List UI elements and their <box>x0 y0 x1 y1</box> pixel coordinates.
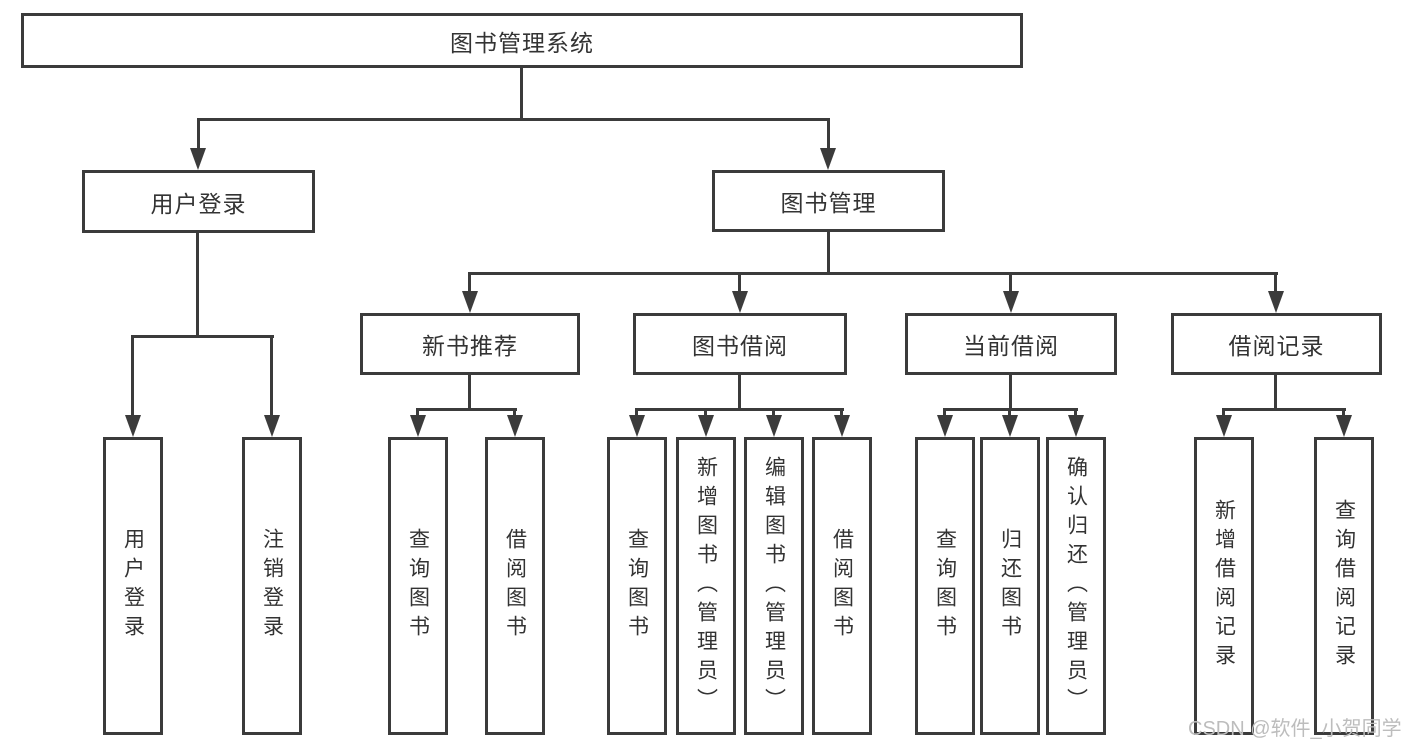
connector-line <box>827 232 830 272</box>
connector-line <box>635 408 638 417</box>
connector-line <box>1009 375 1012 408</box>
connector-line <box>635 408 844 411</box>
connector-line <box>1222 408 1225 417</box>
arrowhead-down-icon <box>1216 415 1232 437</box>
leaf-query-borrow-record: 查询借阅记录 <box>1314 437 1374 735</box>
node-label: 借阅记录 <box>1228 333 1325 359</box>
leaf-label: 借阅图书 <box>830 528 854 644</box>
connector-line <box>704 408 707 417</box>
node-library-management-system: 图书管理系统 <box>21 13 1023 68</box>
arrowhead-down-icon <box>264 415 280 437</box>
connector-line <box>416 408 517 411</box>
leaf-label: 编辑图书（管理员） <box>762 455 786 717</box>
connector-line <box>468 272 1278 275</box>
connector-line <box>197 118 830 121</box>
connector-line <box>1342 408 1345 417</box>
connector-line <box>738 272 741 293</box>
connector-line <box>468 272 471 293</box>
arrowhead-down-icon <box>820 148 836 170</box>
arrowhead-down-icon <box>1002 415 1018 437</box>
arrowhead-down-icon <box>125 415 141 437</box>
arrowhead-down-icon <box>698 415 714 437</box>
connector-line <box>1009 272 1012 293</box>
leaf-query-books-borrow: 查询图书 <box>607 437 667 735</box>
node-label: 用户登录 <box>150 190 247 217</box>
connector-line <box>270 335 273 417</box>
leaf-user-login: 用户登录 <box>103 437 163 735</box>
leaf-logout: 注销登录 <box>242 437 302 735</box>
connector-line <box>827 118 830 150</box>
arrowhead-down-icon <box>1268 291 1284 313</box>
connector-line <box>1008 408 1011 417</box>
node-user-login: 用户登录 <box>82 170 315 233</box>
node-new-book-recommendation: 新书推荐 <box>360 313 580 375</box>
leaf-confirm-return-admin: 确认归还（管理员） <box>1046 437 1106 735</box>
connector-line <box>131 335 134 417</box>
connector-line <box>197 118 200 150</box>
connector-line <box>1074 408 1077 417</box>
connector-line <box>1274 375 1277 408</box>
arrowhead-down-icon <box>1336 415 1352 437</box>
node-book-management: 图书管理 <box>712 170 945 232</box>
node-borrowing-records: 借阅记录 <box>1171 313 1382 375</box>
node-label: 图书管理系统 <box>450 29 594 56</box>
leaf-label: 查询图书 <box>933 528 957 644</box>
leaf-label: 查询图书 <box>625 528 649 644</box>
leaf-label: 注销登录 <box>260 528 284 644</box>
node-label: 图书管理 <box>780 190 877 216</box>
arrowhead-down-icon <box>732 291 748 313</box>
connector-line <box>131 335 274 338</box>
leaf-add-borrow-record: 新增借阅记录 <box>1194 437 1254 735</box>
connector-line <box>196 233 199 335</box>
leaf-label: 查询图书 <box>406 528 430 644</box>
node-label: 图书借阅 <box>692 333 788 359</box>
connector-line <box>1222 408 1346 411</box>
connector-line <box>943 408 946 417</box>
leaf-query-books-recommend: 查询图书 <box>388 437 448 735</box>
arrowhead-down-icon <box>766 415 782 437</box>
node-book-borrowing: 图书借阅 <box>633 313 847 375</box>
arrowhead-down-icon <box>834 415 850 437</box>
connector-line <box>468 375 471 408</box>
leaf-label: 新增图书（管理员） <box>694 455 718 717</box>
connector-line <box>416 408 419 417</box>
csdn-watermark: CSDN @软件_小贺同学 <box>1188 718 1402 740</box>
node-label: 当前借阅 <box>963 333 1059 359</box>
leaf-label: 归还图书 <box>998 528 1022 644</box>
leaf-add-books-admin: 新增图书（管理员） <box>676 437 736 735</box>
connector-line <box>840 408 843 417</box>
arrowhead-down-icon <box>410 415 426 437</box>
leaf-borrow-books-recommend: 借阅图书 <box>485 437 545 735</box>
leaf-query-books-current: 查询图书 <box>915 437 975 735</box>
connector-line <box>772 408 775 417</box>
leaf-edit-books-admin: 编辑图书（管理员） <box>744 437 804 735</box>
arrowhead-down-icon <box>507 415 523 437</box>
connector-line <box>513 408 516 417</box>
arrowhead-down-icon <box>462 291 478 313</box>
leaf-borrow-books: 借阅图书 <box>812 437 872 735</box>
arrowhead-down-icon <box>1068 415 1084 437</box>
arrowhead-down-icon <box>190 148 206 170</box>
leaf-return-books: 归还图书 <box>980 437 1040 735</box>
leaf-label: 确认归还（管理员） <box>1064 455 1088 717</box>
leaf-label: 查询借阅记录 <box>1332 499 1356 673</box>
connector-line <box>1274 272 1277 293</box>
connector-line <box>520 68 523 118</box>
leaf-label: 用户登录 <box>121 528 145 644</box>
node-label: 新书推荐 <box>422 333 518 359</box>
leaf-label: 借阅图书 <box>503 528 527 644</box>
arrowhead-down-icon <box>937 415 953 437</box>
leaf-label: 新增借阅记录 <box>1212 499 1236 673</box>
node-current-borrowing: 当前借阅 <box>905 313 1117 375</box>
connector-line <box>738 375 741 408</box>
arrowhead-down-icon <box>1003 291 1019 313</box>
arrowhead-down-icon <box>629 415 645 437</box>
